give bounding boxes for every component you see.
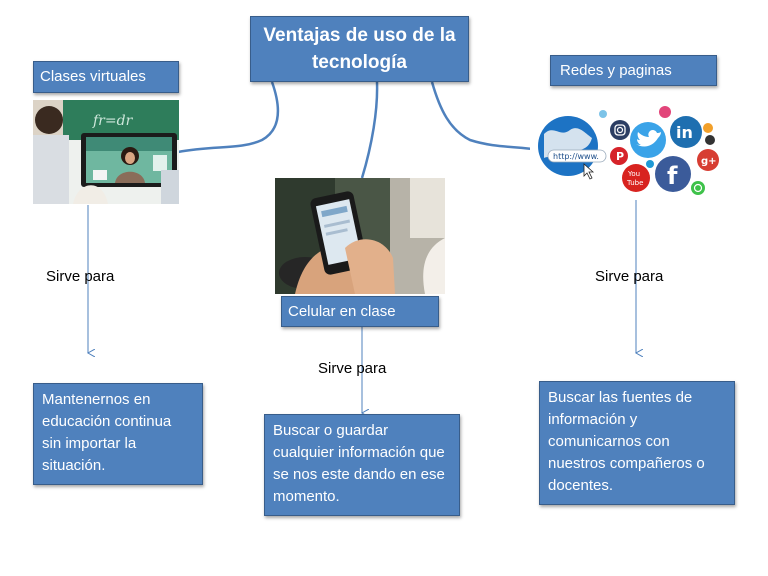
svg-text:in: in xyxy=(676,123,693,142)
pinterest-icon: P xyxy=(610,147,628,165)
title-text: Ventajas de uso de la tecnología xyxy=(263,25,456,73)
url-text: http://www. xyxy=(553,152,599,161)
svg-text:P: P xyxy=(616,150,624,163)
connector-title-right xyxy=(430,81,541,152)
benefit-box-left: Mantenernos en educación continua sin im… xyxy=(33,383,203,485)
youtube-icon: You Tube xyxy=(622,164,650,192)
benefit-box-right: Buscar las fuentes de información y comu… xyxy=(539,381,735,505)
svg-text:fr=dr: fr=dr xyxy=(92,113,134,129)
globe-icon: http://www. xyxy=(538,116,607,180)
svg-text:You: You xyxy=(627,170,640,178)
label-clases-virtuales: Clases virtuales xyxy=(33,61,179,93)
label-celular-en-clase: Celular en clase xyxy=(281,296,439,327)
svg-text:g+: g+ xyxy=(701,156,717,167)
sirve-para-right: Sirve para xyxy=(595,268,664,285)
small-circle-icons xyxy=(599,106,715,168)
svg-text:f: f xyxy=(667,162,678,190)
benefit-box-center: Buscar o guardar cualquier información q… xyxy=(264,414,460,516)
classroom-photo: fr=dr xyxy=(33,100,179,204)
googleplus-icon: g+ xyxy=(697,149,719,171)
phone-photo xyxy=(275,178,445,294)
linkedin-icon: in xyxy=(670,116,702,148)
connector-title-left xyxy=(177,81,280,154)
svg-text:Tube: Tube xyxy=(626,179,643,187)
whatsapp-icon xyxy=(691,181,705,195)
facebook-icon: f xyxy=(655,156,691,192)
title-box: Ventajas de uso de la tecnología xyxy=(250,16,469,82)
social-media-graphic: http://www. P in f You Tube xyxy=(530,104,720,200)
sirve-para-center: Sirve para xyxy=(318,360,387,377)
twitter-icon xyxy=(630,122,666,158)
instagram-icon xyxy=(610,120,630,140)
sirve-para-left: Sirve para xyxy=(46,268,115,285)
connector-title-center xyxy=(360,81,379,179)
label-redes-y-paginas: Redes y paginas xyxy=(550,55,717,86)
